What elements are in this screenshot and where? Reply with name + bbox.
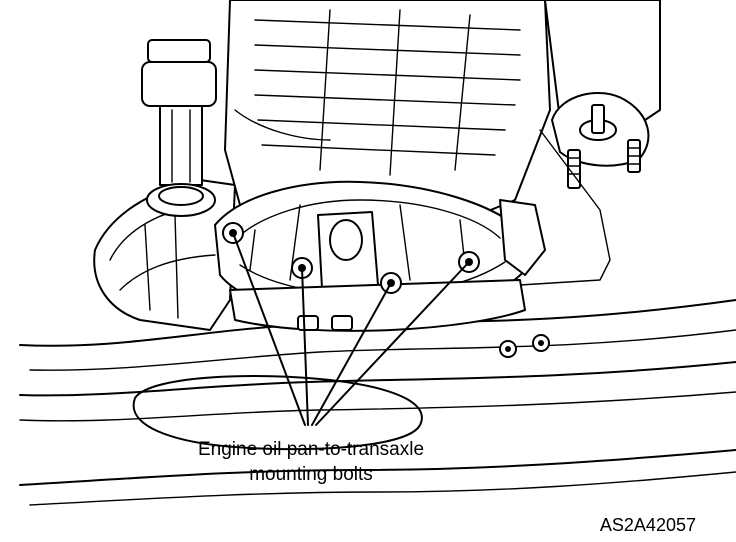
callout-label-line1: Engine oil pan-to-transaxle bbox=[198, 439, 424, 460]
strut-column bbox=[141, 39, 217, 217]
callout-leader-lines bbox=[232, 232, 470, 426]
exhaust-flange bbox=[519, 91, 650, 286]
frame-nuts bbox=[499, 334, 550, 358]
callout-label-line2: mounting bolts bbox=[249, 464, 373, 485]
cooling-fins bbox=[254, 9, 521, 176]
engine-mount-bracket bbox=[93, 179, 236, 331]
frame-rails bbox=[19, 299, 736, 506]
figure-code: AS2A42057 bbox=[600, 515, 696, 535]
